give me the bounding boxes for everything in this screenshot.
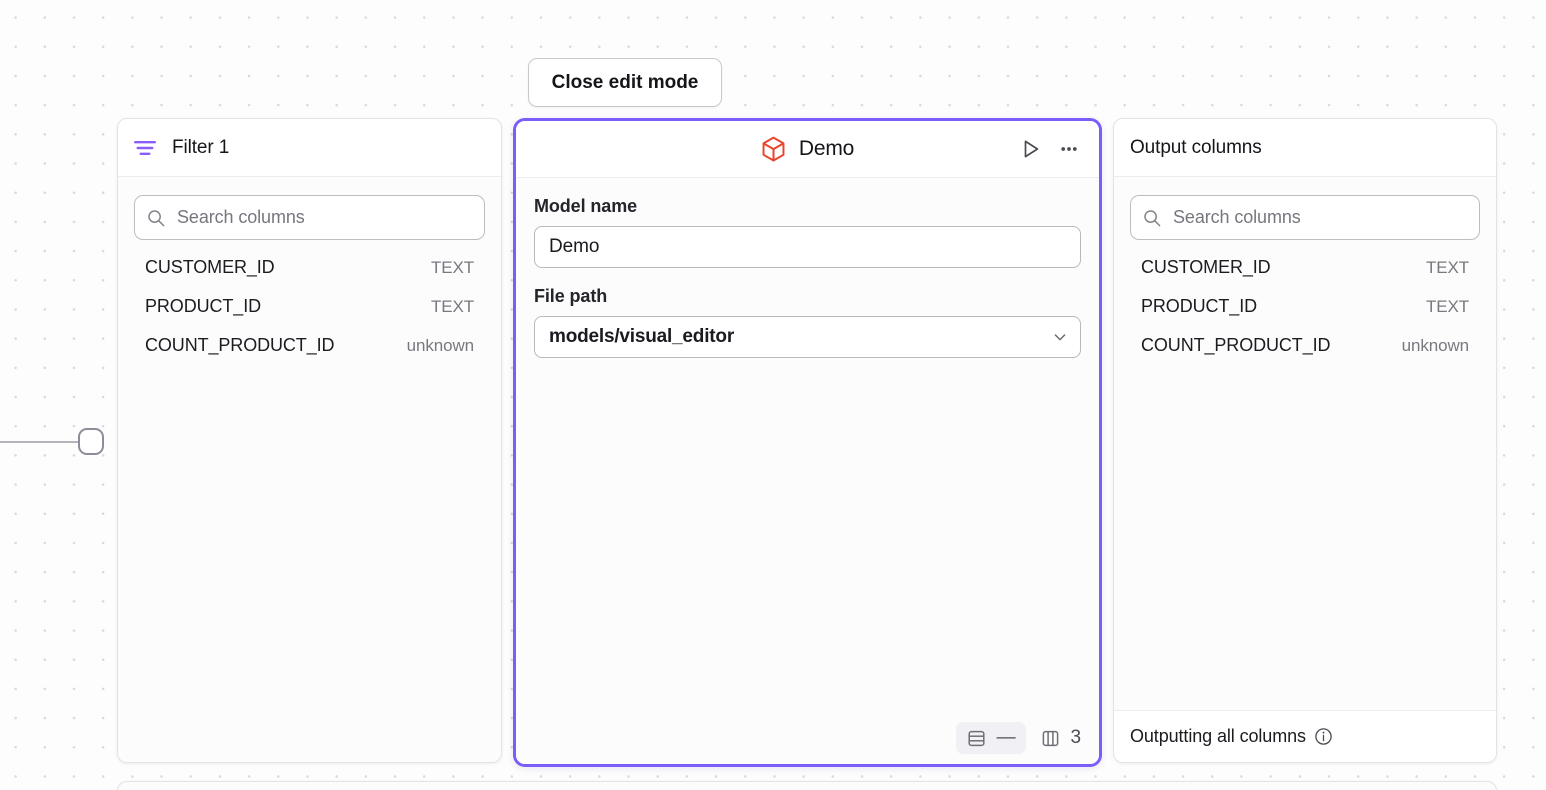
chevron-down-icon bbox=[1054, 334, 1066, 341]
table-row[interactable]: CUSTOMER_ID TEXT bbox=[134, 257, 485, 296]
close-edit-mode-button[interactable]: Close edit mode bbox=[528, 58, 722, 107]
output-panel-title: Output columns bbox=[1130, 136, 1262, 158]
cube-icon bbox=[762, 136, 785, 161]
table-row[interactable]: COUNT_PRODUCT_ID unknown bbox=[134, 335, 485, 374]
column-type: TEXT bbox=[430, 258, 474, 277]
outputting-all-columns-label: Outputting all columns bbox=[1130, 726, 1306, 746]
search-icon bbox=[1144, 209, 1161, 226]
more-options-button[interactable] bbox=[1052, 132, 1086, 166]
demo-panel-body: Model name File path models/visual_edito… bbox=[516, 178, 1099, 764]
column-type: unknown bbox=[406, 336, 474, 355]
table-row[interactable]: COUNT_PRODUCT_ID unknown bbox=[1130, 335, 1480, 374]
columns-icon bbox=[1042, 730, 1058, 746]
output-search-placeholder: Search columns bbox=[1173, 207, 1301, 227]
demo-panel-header: Demo bbox=[516, 121, 1099, 178]
table-row[interactable]: PRODUCT_ID TEXT bbox=[1130, 296, 1480, 335]
row-count-stat[interactable]: — bbox=[955, 722, 1026, 754]
model-panel-demo[interactable]: Demo Model name bbox=[513, 118, 1102, 767]
filter-panel-body: Search columns CUSTOMER_ID TEXT PRODUCT_… bbox=[118, 177, 501, 762]
play-icon bbox=[1024, 140, 1039, 158]
filter-column-list: CUSTOMER_ID TEXT PRODUCT_ID TEXT COUNT_P… bbox=[134, 257, 485, 374]
column-name: PRODUCT_ID bbox=[145, 296, 262, 316]
demo-title-group: Demo bbox=[761, 136, 854, 163]
run-button[interactable] bbox=[1014, 132, 1048, 166]
column-name: PRODUCT_ID bbox=[1141, 296, 1258, 316]
output-panel-body: Search columns CUSTOMER_ID TEXT PRODUCT_… bbox=[1114, 177, 1496, 710]
column-name: CUSTOMER_ID bbox=[1141, 257, 1271, 277]
output-column-list: CUSTOMER_ID TEXT PRODUCT_ID TEXT COUNT_P… bbox=[1130, 257, 1480, 374]
row-count-value: — bbox=[996, 727, 1016, 748]
column-type: TEXT bbox=[430, 297, 474, 316]
demo-panel-title: Demo bbox=[798, 137, 855, 160]
column-name: CUSTOMER_ID bbox=[145, 257, 275, 277]
output-columns-panel[interactable]: Output columns Search columns CUSTOMER_I… bbox=[1113, 118, 1497, 763]
bottom-panel-partial[interactable] bbox=[117, 781, 1497, 790]
model-name-input[interactable] bbox=[534, 226, 1081, 268]
filter-search-input[interactable]: Search columns bbox=[134, 195, 485, 240]
column-count-value: 3 bbox=[1070, 727, 1082, 748]
rows-icon bbox=[968, 730, 985, 746]
output-panel-footer: Outputting all columns bbox=[1114, 710, 1496, 762]
filter-panel[interactable]: Filter 1 Search columns CUSTOMER_ID TEXT… bbox=[117, 118, 502, 763]
model-name-label: Model name bbox=[534, 196, 638, 216]
filter-search-placeholder: Search columns bbox=[177, 207, 305, 227]
file-path-label: File path bbox=[534, 286, 608, 306]
output-panel-header: Output columns bbox=[1114, 119, 1496, 177]
filter-panel-title: Filter 1 bbox=[172, 136, 230, 158]
edge-connector-handle[interactable] bbox=[78, 428, 104, 455]
column-name: COUNT_PRODUCT_ID bbox=[1141, 335, 1331, 355]
column-name: COUNT_PRODUCT_ID bbox=[145, 335, 335, 355]
table-row[interactable]: PRODUCT_ID TEXT bbox=[134, 296, 485, 335]
column-count-stat[interactable]: 3 bbox=[1036, 722, 1085, 754]
info-icon[interactable] bbox=[1314, 727, 1333, 746]
search-icon bbox=[148, 209, 165, 226]
demo-stats-footer: — 3 bbox=[955, 722, 1085, 754]
file-path-select[interactable]: models/visual_editor bbox=[534, 316, 1081, 358]
ellipsis-icon bbox=[1061, 147, 1077, 151]
output-search-input[interactable]: Search columns bbox=[1130, 195, 1480, 240]
filter-icon bbox=[134, 140, 156, 155]
column-type: TEXT bbox=[1425, 258, 1469, 277]
filter-panel-header: Filter 1 bbox=[118, 119, 501, 177]
graph-edge bbox=[0, 441, 80, 443]
column-type: unknown bbox=[1401, 336, 1469, 355]
table-row[interactable]: CUSTOMER_ID TEXT bbox=[1130, 257, 1480, 296]
column-type: TEXT bbox=[1425, 297, 1469, 316]
file-path-value: models/visual_editor bbox=[549, 326, 735, 347]
demo-header-actions bbox=[1014, 121, 1086, 177]
